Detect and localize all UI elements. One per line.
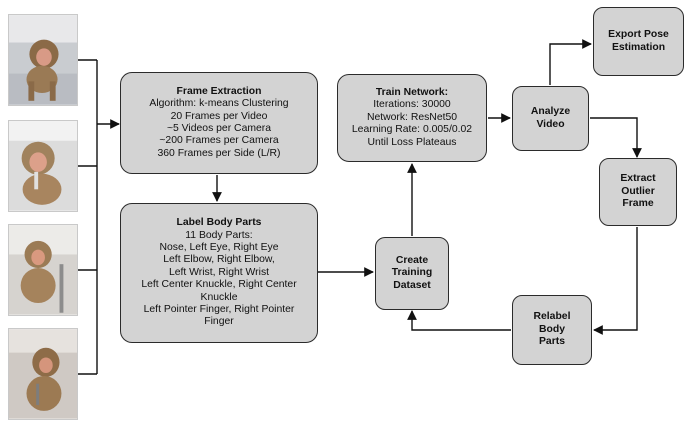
train-network-line-2: Network: ResNet50 xyxy=(366,111,458,123)
frame-extraction-box: Frame Extraction Algorithm: k-means Clus… xyxy=(120,72,318,174)
export-pose-line-2: Estimation xyxy=(611,41,666,53)
train-network-line-1: Iterations: 30000 xyxy=(373,99,451,111)
relabel-line-3: Parts xyxy=(539,336,565,348)
label-body-parts-line-8: Finger xyxy=(204,316,234,328)
analyze-to-export-arrow xyxy=(549,39,592,85)
create-dataset-line-1: Create xyxy=(395,254,429,266)
train-network-box: Train Network: Iterations: 30000 Network… xyxy=(337,74,487,162)
train-network-line-3: Learning Rate: 0.005/0.02 xyxy=(351,124,473,136)
monkey-photo-1-image xyxy=(9,15,77,105)
label-body-parts-line-1: 11 Body Parts: xyxy=(185,229,253,241)
analyze-video-box: Analyze Video xyxy=(512,86,589,151)
extract-outlier-line-2: Outlier xyxy=(621,185,655,197)
train-network-line-4: Until Loss Plateaus xyxy=(367,136,457,148)
label-body-parts-box: Label Body Parts 11 Body Parts: Nose, Le… xyxy=(120,203,318,343)
export-pose-estimation-box: Export Pose Estimation xyxy=(593,7,684,76)
label-body-parts-line-2: Nose, Left Eye, Right Eye xyxy=(159,241,279,253)
create-dataset-line-3: Dataset xyxy=(393,279,431,291)
extract-outlier-frame-box: Extract Outlier Frame xyxy=(599,158,677,226)
label-body-parts-line-7: Left Pointer Finger, Right Pointer xyxy=(143,304,295,316)
label-body-parts-title: Label Body Parts xyxy=(176,217,262,229)
monkey-photo-2 xyxy=(8,120,78,212)
relabel-to-create-dataset-arrow xyxy=(407,310,511,331)
analyze-to-extract-outlier-arrow xyxy=(590,117,642,158)
monkey-photo-2-image xyxy=(9,121,77,211)
create-dataset-line-2: Training xyxy=(391,267,433,279)
label-body-parts-line-6: Knuckle xyxy=(200,291,238,303)
extract-outlier-line-1: Extract xyxy=(620,173,656,185)
frame-extraction-line-3: ~5 Videos per Camera xyxy=(166,123,272,134)
monkey-photo-4 xyxy=(8,328,78,420)
monkey-photo-1 xyxy=(8,14,78,106)
frame-extraction-title: Frame Extraction xyxy=(176,85,262,97)
monkey-photo-3-image xyxy=(9,225,77,315)
analyze-video-line-2: Video xyxy=(536,118,565,130)
monkey-photo-4-image xyxy=(9,329,77,419)
label-body-parts-line-3: Left Elbow, Right Elbow, xyxy=(163,254,275,266)
relabel-body-parts-box: Relabel Body Parts xyxy=(512,295,592,365)
label-body-parts-line-5: Left Center Knuckle, Right Center xyxy=(141,279,297,291)
train-network-title: Train Network: xyxy=(375,86,449,98)
frame-extraction-line-4: ~200 Frames per Camera xyxy=(159,135,279,147)
frame-extraction-line-1: Algorithm: k-means Clustering xyxy=(149,98,289,110)
relabel-line-2: Body xyxy=(539,323,565,335)
monkey-photo-3 xyxy=(8,224,78,316)
extract-outlier-to-relabel-arrow xyxy=(593,227,638,335)
export-pose-line-1: Export Pose xyxy=(608,29,669,41)
relabel-line-1: Relabel xyxy=(533,311,571,323)
analyze-video-line-1: Analyze xyxy=(530,106,571,118)
frame-extraction-line-2: 20 Frames per Video xyxy=(170,110,268,122)
create-training-dataset-box: Create Training Dataset xyxy=(375,237,449,310)
label-body-parts-line-4: Left Wrist, Right Wrist xyxy=(168,266,270,278)
extract-outlier-line-3: Frame xyxy=(622,198,654,210)
frame-extraction-line-5: 360 Frames per Side (L/R) xyxy=(157,147,281,159)
